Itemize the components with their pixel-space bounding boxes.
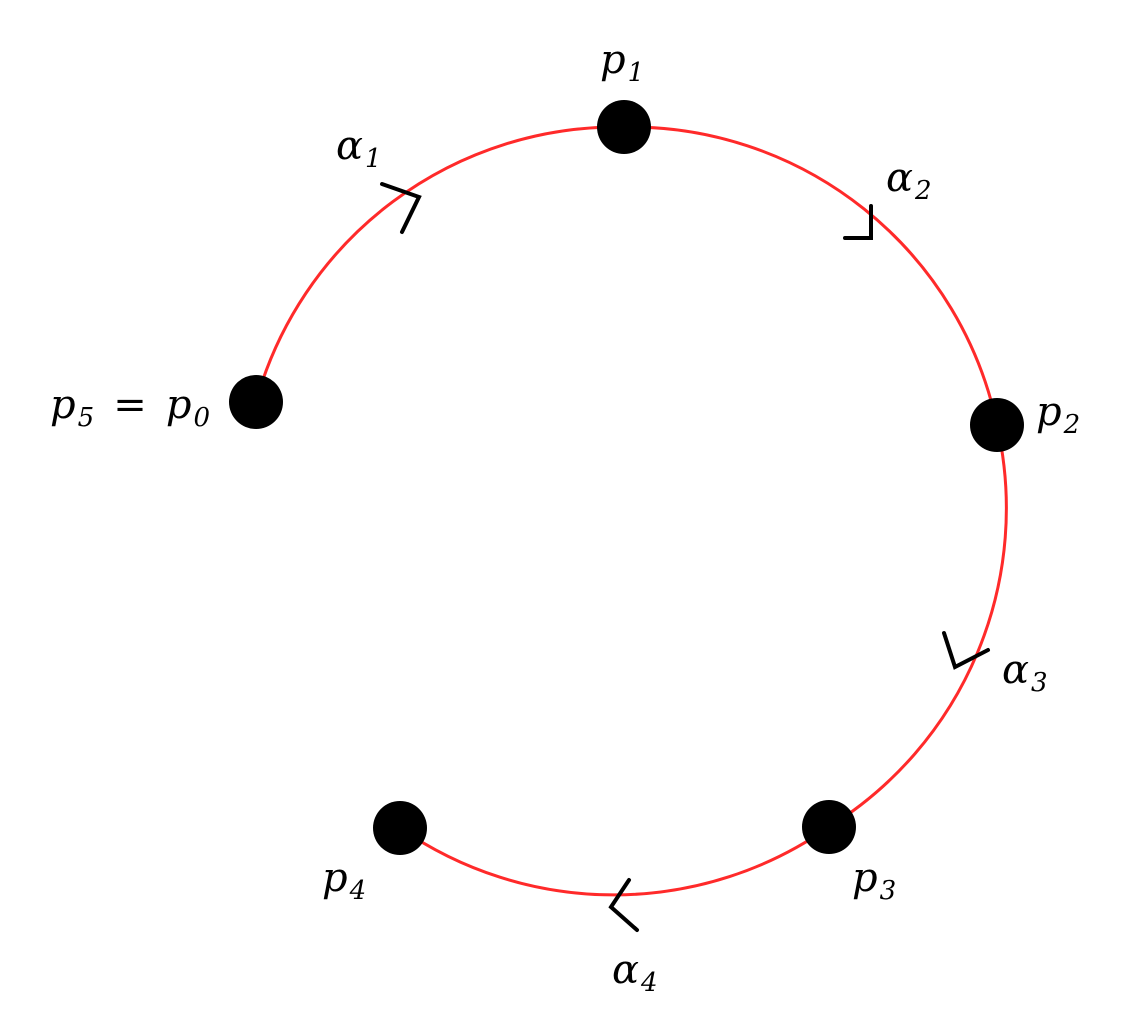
label-alpha4: α4 (612, 950, 658, 996)
label-p1: p1 (600, 40, 644, 86)
label-p1-sub: 1 (627, 58, 645, 88)
label-alpha3-main: α (1002, 647, 1030, 693)
arrowhead-alpha1-icon (380, 182, 422, 234)
label-alpha4-main: α (612, 947, 640, 993)
label-p5-equals-p0: p5 = p0 (50, 385, 210, 431)
label-alpha3: α3 (1002, 650, 1048, 696)
label-equals: = (113, 382, 147, 428)
point-p1 (597, 100, 651, 154)
label-p4: p4 (322, 858, 366, 904)
point-p4 (373, 801, 427, 855)
point-p2 (970, 398, 1024, 452)
arrowhead-alpha2-icon (843, 204, 873, 240)
arc-alpha4 (398, 825, 831, 897)
label-p3: p3 (852, 858, 896, 904)
label-p3-main: p (852, 855, 878, 901)
label-alpha1: α1 (336, 126, 382, 172)
point-p0 (229, 375, 283, 429)
label-p2-main: p (1036, 389, 1062, 435)
label-p0-sub: 0 (193, 403, 211, 433)
label-alpha1-sub: 1 (365, 144, 382, 174)
arrowhead-alpha4-icon (608, 878, 639, 932)
label-alpha1-main: α (336, 123, 364, 169)
label-alpha3-sub: 3 (1031, 668, 1048, 698)
label-p1-main: p (600, 37, 626, 83)
arrowhead-alpha3-icon (942, 631, 990, 670)
label-p0-main: p (165, 382, 192, 428)
label-alpha4-sub: 4 (641, 968, 658, 998)
point-p3 (802, 800, 856, 854)
label-p3-sub: 3 (879, 876, 897, 906)
arc-alpha1 (254, 125, 626, 404)
label-p5-sub: 5 (77, 403, 95, 433)
arc-alpha2 (622, 125, 999, 427)
label-p4-sub: 4 (349, 876, 367, 906)
label-p2: p2 (1036, 392, 1080, 438)
label-alpha2-sub: 2 (915, 176, 932, 206)
label-p2-sub: 2 (1063, 410, 1081, 440)
label-p4-main: p (322, 855, 348, 901)
label-alpha2: α2 (886, 158, 932, 204)
label-p5-main: p (50, 382, 76, 428)
arc-alpha3 (827, 423, 1008, 829)
label-alpha2-main: α (886, 155, 914, 201)
